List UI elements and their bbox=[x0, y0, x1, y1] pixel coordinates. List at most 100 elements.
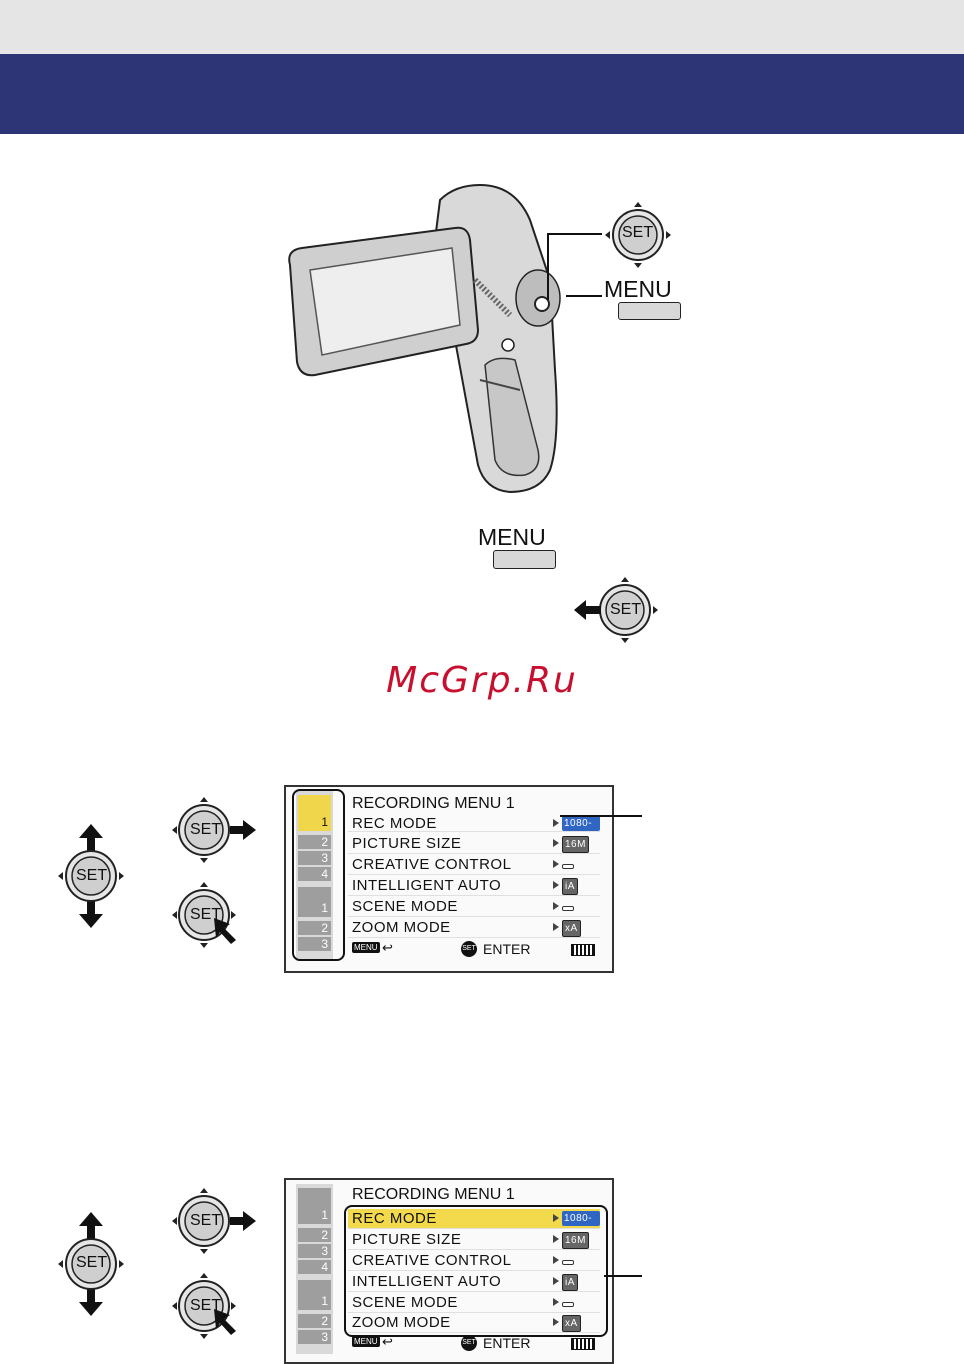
tab-setup-2[interactable]: 2 bbox=[298, 921, 331, 935]
step-menu-button[interactable] bbox=[493, 550, 556, 569]
menu-row-zoom-mode[interactable]: ZOOM MODE xA bbox=[348, 1313, 600, 1333]
picture-size-value: 16M bbox=[562, 1232, 589, 1249]
tab-setup-1[interactable]: 1 bbox=[298, 887, 331, 917]
menu-footer: MENU ↩ SET ENTER bbox=[348, 1334, 600, 1353]
callout-line-tabs bbox=[560, 815, 642, 817]
tab-setup-1[interactable]: 1 bbox=[298, 1280, 331, 1310]
arrow-icon bbox=[553, 923, 559, 931]
menu-row-picture-size[interactable]: PICTURE SIZE 16M bbox=[348, 834, 600, 854]
menu-tab-column: 1 2 3 4 1 2 3 bbox=[296, 791, 333, 961]
tab-recording-2[interactable]: 2 bbox=[298, 835, 331, 849]
set-pad-left-arrow bbox=[574, 577, 658, 643]
arrow-icon bbox=[553, 819, 559, 827]
tab-recording-3[interactable]: 3 bbox=[298, 851, 331, 865]
menu-row-creative-control[interactable]: CREATIVE CONTROL bbox=[348, 1251, 600, 1271]
row-label: REC MODE bbox=[352, 816, 437, 832]
set-pad-press-2 bbox=[172, 1273, 236, 1339]
menu-button-label: MENU bbox=[604, 276, 672, 302]
tab-recording-1[interactable]: 1 bbox=[298, 795, 331, 831]
tab-column-outline bbox=[292, 789, 345, 961]
rec-mode-value: 1080-30p bbox=[562, 1211, 600, 1239]
off-dash-icon bbox=[562, 1302, 574, 1307]
footer-menu-badge: MENU bbox=[352, 1336, 380, 1347]
menu-title: RECORDING MENU 1 bbox=[352, 795, 515, 812]
menu-footer: MENU ↩ SET ENTER bbox=[348, 940, 600, 959]
set-label-2c: SET bbox=[190, 1297, 222, 1314]
arrow-icon bbox=[553, 860, 559, 868]
arrow-icon bbox=[553, 1298, 559, 1306]
footer-set-badge: SET bbox=[461, 941, 477, 957]
row-label: CREATIVE CONTROL bbox=[352, 1252, 512, 1269]
set-label-2a: SET bbox=[76, 1254, 108, 1271]
menu-row-picture-size[interactable]: PICTURE SIZE 16M bbox=[348, 1230, 600, 1250]
row-label: ZOOM MODE bbox=[352, 919, 451, 936]
menu-row-intelligent-auto[interactable]: INTELLIGENT AUTO iA bbox=[348, 876, 600, 896]
menu-row-rec-mode[interactable]: REC MODE 1080-30p bbox=[348, 1209, 600, 1239]
arrow-icon bbox=[553, 1318, 559, 1326]
battery-icon bbox=[571, 944, 595, 956]
off-dash-icon bbox=[562, 1260, 574, 1265]
menu-row-creative-control[interactable]: CREATIVE CONTROL bbox=[348, 855, 600, 875]
set-navigation-pad bbox=[605, 202, 671, 268]
row-label: INTELLIGENT AUTO bbox=[352, 877, 502, 894]
set-label-1b: SET bbox=[190, 821, 222, 838]
set-pad-press-1 bbox=[172, 882, 236, 948]
menu-row-scene-mode[interactable]: SCENE MODE bbox=[348, 1293, 600, 1313]
tab-recording-4[interactable]: 4 bbox=[298, 867, 331, 881]
tab-recording-2[interactable]: 2 bbox=[298, 1228, 331, 1242]
tab-recording-3[interactable]: 3 bbox=[298, 1244, 331, 1258]
return-icon: ↩ bbox=[382, 1334, 393, 1349]
menu-row-rec-mode[interactable]: REC MODE 1080-30p bbox=[348, 816, 600, 832]
arrow-icon bbox=[553, 1256, 559, 1264]
rec-mode-value: 1080-30p bbox=[562, 816, 600, 831]
row-label: REC MODE bbox=[352, 1210, 437, 1227]
row-label: ZOOM MODE bbox=[352, 1314, 451, 1331]
set-label-2b: SET bbox=[190, 1212, 222, 1229]
arrow-icon bbox=[553, 1214, 559, 1222]
set-button-label: SET bbox=[622, 224, 654, 241]
zoom-mode-value: xA bbox=[562, 920, 581, 937]
menu-tab-column: 1 2 3 4 1 2 3 bbox=[296, 1184, 333, 1354]
arrow-icon bbox=[553, 839, 559, 847]
battery-icon bbox=[571, 1338, 595, 1350]
off-dash-icon bbox=[562, 864, 574, 869]
menu-title: RECORDING MENU 1 bbox=[352, 1186, 515, 1203]
tab-setup-3[interactable]: 3 bbox=[298, 1330, 331, 1344]
footer-set-badge: SET bbox=[461, 1335, 477, 1351]
tab-setup-2[interactable]: 2 bbox=[298, 1314, 331, 1328]
tab-recording-1[interactable]: 1 bbox=[298, 1188, 331, 1224]
footer-enter-label: ENTER bbox=[483, 941, 531, 957]
set-pad-up-down-1 bbox=[58, 824, 124, 928]
callout-line-items bbox=[604, 1275, 642, 1277]
arrow-icon bbox=[553, 881, 559, 889]
top-band bbox=[0, 0, 964, 54]
row-label: SCENE MODE bbox=[352, 898, 458, 915]
footer-enter-label: ENTER bbox=[483, 1335, 531, 1351]
set-pad-label: SET bbox=[610, 601, 642, 618]
return-icon: ↩ bbox=[382, 940, 393, 955]
arrow-icon bbox=[553, 902, 559, 910]
menu-button[interactable] bbox=[618, 302, 681, 320]
set-label-1c: SET bbox=[190, 906, 222, 923]
intelligent-auto-value: iA bbox=[562, 878, 578, 895]
footer-menu-badge: MENU bbox=[352, 942, 380, 953]
tab-setup-3[interactable]: 3 bbox=[298, 937, 331, 951]
set-pad-up-down-2 bbox=[58, 1212, 124, 1316]
picture-size-value: 16M bbox=[562, 836, 589, 853]
page-header-bar bbox=[0, 54, 964, 134]
arrow-icon bbox=[553, 1235, 559, 1243]
row-label: CREATIVE CONTROL bbox=[352, 856, 512, 873]
row-label: SCENE MODE bbox=[352, 1294, 458, 1311]
set-pad-right-arrow-2 bbox=[172, 1188, 256, 1254]
watermark: McGrp.Ru bbox=[386, 660, 578, 701]
tab-recording-4[interactable]: 4 bbox=[298, 1260, 331, 1274]
arrow-icon bbox=[553, 1277, 559, 1285]
menu-row-scene-mode[interactable]: SCENE MODE bbox=[348, 897, 600, 917]
callout-lines bbox=[547, 233, 602, 300]
menu-row-intelligent-auto[interactable]: INTELLIGENT AUTO iA bbox=[348, 1272, 600, 1292]
set-pad-right-arrow-1 bbox=[172, 797, 256, 863]
menu-items-outline bbox=[344, 1205, 608, 1337]
menu-row-zoom-mode[interactable]: ZOOM MODE xA bbox=[348, 918, 600, 938]
off-dash-icon bbox=[562, 906, 574, 911]
camcorder-illustration bbox=[288, 183, 561, 494]
